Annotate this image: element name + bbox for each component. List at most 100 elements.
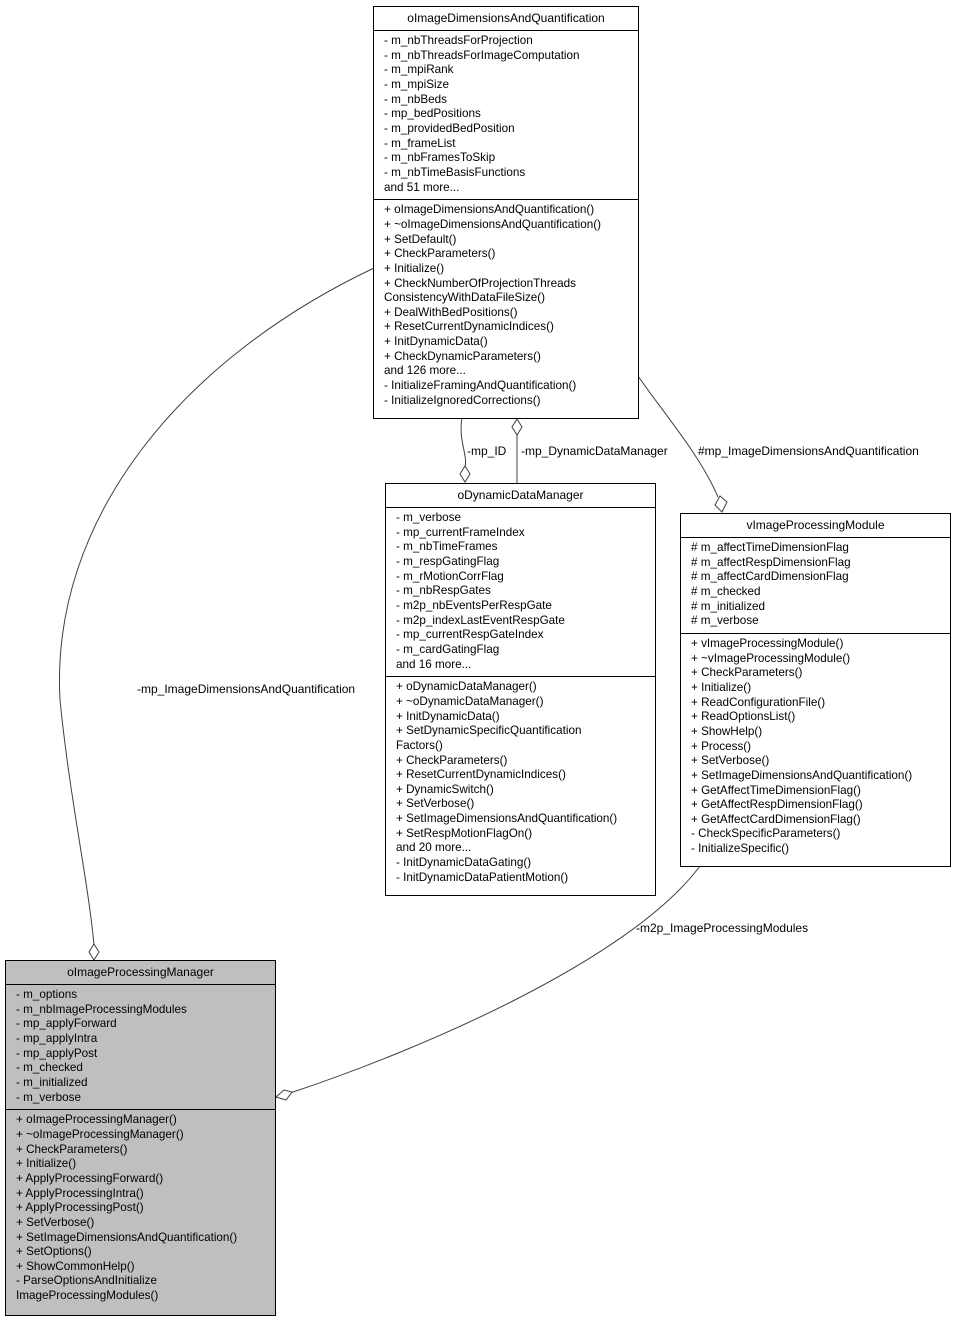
class-box-image-dimensions[interactable]: oImageDimensionsAndQuantification - m_nb… — [373, 6, 639, 419]
attribute-row: # m_checked — [691, 584, 761, 598]
edge-label-mp-id: -mp_ID — [467, 444, 507, 458]
class-box-dynamic-data-manager[interactable]: oDynamicDataManager - m_verbose - mp_cur… — [385, 483, 656, 896]
method-row: + oImageDimensionsAndQuantification() — [384, 203, 595, 217]
method-row: + GetAffectCardDimensionFlag() — [691, 812, 861, 826]
class-title: oImageDimensionsAndQuantification — [374, 7, 638, 31]
attribute-row: # m_initialized — [691, 599, 766, 613]
class-title: oDynamicDataManager — [386, 484, 655, 508]
attribute-row: # m_affectCardDimensionFlag — [691, 570, 849, 584]
attribute-row: - m_nbTimeFrames — [396, 540, 498, 554]
method-row: + oDynamicDataManager() — [396, 680, 537, 694]
method-row: + SetVerbose() — [16, 1215, 95, 1229]
edge-vmod-dims — [637, 375, 719, 498]
edge-label-mp-dims-private: -mp_ImageDimensionsAndQuantification — [137, 682, 356, 696]
method-row: + SetImageDimensionsAndQuantification() — [16, 1230, 238, 1244]
method-row: + InitDynamicData() — [396, 709, 500, 723]
attributes-section: - m_nbThreadsForProjection - m_nbThreads… — [374, 31, 638, 199]
attribute-row: - m2p_nbEventsPerRespGate — [396, 598, 552, 612]
attribute-row: - m_nbBeds — [384, 92, 448, 106]
attribute-row: - m2p_indexLastEventRespGate — [396, 613, 565, 627]
attribute-row: - mp_applyIntra — [16, 1031, 98, 1045]
method-row: + ReadConfigurationFile() — [691, 695, 826, 709]
edge-mgr-vmod — [289, 865, 701, 1094]
method-row: + ApplyProcessingIntra() — [16, 1186, 144, 1200]
attribute-row: - m_rMotionCorrFlag — [396, 569, 504, 583]
attribute-row: - m_nbThreadsForProjection — [384, 34, 533, 47]
attribute-row: - m_initialized — [16, 1075, 88, 1089]
method-row: + ShowCommonHelp() — [16, 1259, 135, 1273]
edge-mgr-dims — [58, 267, 375, 946]
method-row: + CheckDynamicParameters() — [384, 349, 541, 363]
method-row: ConsistencyWithDataFileSize() — [384, 291, 546, 305]
method-row: + vImageProcessingModule() — [691, 636, 844, 650]
method-row: + CheckParameters() — [691, 666, 803, 680]
method-row: + Initialize() — [384, 261, 445, 275]
attribute-row: - m_nbTimeBasisFunctions — [384, 165, 526, 179]
attribute-row: - m_frameList — [384, 136, 456, 150]
class-box-image-processing-module[interactable]: vImageProcessingModule # m_affectTimeDim… — [680, 513, 951, 867]
method-row: + CheckParameters() — [396, 753, 508, 767]
attributes-section: # m_affectTimeDimensionFlag # m_affectRe… — [681, 538, 950, 633]
diamond-mgr-dims — [88, 943, 100, 961]
method-row: + DynamicSwitch() — [396, 782, 494, 796]
diamond-mgr-vmod — [274, 1089, 293, 1101]
attribute-row: - m_options — [16, 988, 78, 1001]
method-row: + ApplyProcessingForward() — [16, 1171, 164, 1185]
attribute-row: - mp_currentFrameIndex — [396, 525, 525, 539]
method-row: - InitDynamicDataGating() — [396, 856, 532, 870]
method-row: + SetDefault() — [384, 232, 457, 246]
method-row: - InitDynamicDataPatientMotion() — [396, 870, 569, 884]
attribute-row: # m_verbose — [691, 614, 759, 628]
attribute-more[interactable]: and 51 more... — [384, 180, 460, 194]
method-row: + GetAffectRespDimensionFlag() — [691, 798, 863, 812]
method-row: + InitDynamicData() — [384, 335, 488, 349]
attribute-row: - m_nbFramesToSkip — [384, 151, 496, 165]
class-title: oImageProcessingManager — [6, 961, 275, 985]
method-row: Factors() — [396, 738, 443, 752]
attribute-row: - m_checked — [16, 1061, 83, 1075]
diamond-dyn-dims — [459, 465, 471, 483]
method-row: + ResetCurrentDynamicIndices() — [396, 768, 566, 782]
class-box-image-processing-manager[interactable]: oImageProcessingManager - m_options - m_… — [5, 960, 276, 1316]
method-row: + oImageProcessingManager() — [16, 1113, 177, 1127]
attributes-section: - m_options - m_nbImageProcessingModules… — [6, 985, 275, 1109]
methods-section: + oImageDimensionsAndQuantification() + … — [374, 199, 638, 412]
method-row: - ParseOptionsAndInitialize — [16, 1274, 157, 1288]
methods-section: + oImageProcessingManager() + ~oImagePro… — [6, 1109, 275, 1308]
method-row: + SetVerbose() — [691, 754, 770, 768]
attribute-row: - m_nbImageProcessingModules — [16, 1002, 187, 1016]
method-more[interactable]: and 126 more... — [384, 364, 466, 378]
method-row: + DealWithBedPositions() — [384, 305, 518, 319]
attribute-row: - m_mpiRank — [384, 63, 454, 77]
method-row: + ~oImageProcessingManager() — [16, 1127, 184, 1141]
attribute-row: - m_respGatingFlag — [396, 554, 500, 568]
attribute-row: - m_mpiSize — [384, 77, 449, 91]
method-row: + SetDynamicSpecificQuantification — [396, 724, 582, 738]
attribute-row: # m_affectTimeDimensionFlag — [691, 541, 849, 554]
attribute-row: - m_providedBedPosition — [384, 121, 515, 135]
method-row: + ResetCurrentDynamicIndices() — [384, 320, 554, 334]
methods-section: + vImageProcessingModule() + ~vImageProc… — [681, 632, 950, 861]
method-row: + CheckParameters() — [16, 1142, 128, 1156]
attribute-row: # m_affectRespDimensionFlag — [691, 555, 851, 569]
methods-section: + oDynamicDataManager() + ~oDynamicDataM… — [386, 676, 655, 889]
method-more[interactable]: and 20 more... — [396, 841, 472, 855]
method-row: - InitializeSpecific() — [691, 842, 790, 856]
method-row: - InitializeIgnoredCorrections() — [384, 393, 541, 407]
attribute-row: - m_cardGatingFlag — [396, 642, 500, 656]
edge-label-m2p-modules: -m2p_ImageProcessingModules — [636, 921, 809, 935]
attributes-section: - m_verbose - mp_currentFrameIndex - m_n… — [386, 508, 655, 676]
attribute-row: - m_verbose — [396, 511, 461, 524]
method-row: ImageProcessingModules() — [16, 1289, 159, 1303]
attribute-row: - mp_currentRespGateIndex — [396, 628, 544, 642]
class-title: vImageProcessingModule — [681, 514, 950, 538]
method-row: + SetImageDimensionsAndQuantification() — [691, 768, 913, 782]
method-row: + Initialize() — [691, 680, 752, 694]
attribute-row: - m_nbRespGates — [396, 584, 491, 598]
attribute-more[interactable]: and 16 more... — [396, 657, 472, 671]
method-row: + SetVerbose() — [396, 797, 475, 811]
attribute-row: - mp_applyForward — [16, 1017, 117, 1031]
attribute-row: - mp_applyPost — [16, 1046, 98, 1060]
method-row: + SetRespMotionFlagOn() — [396, 826, 533, 840]
